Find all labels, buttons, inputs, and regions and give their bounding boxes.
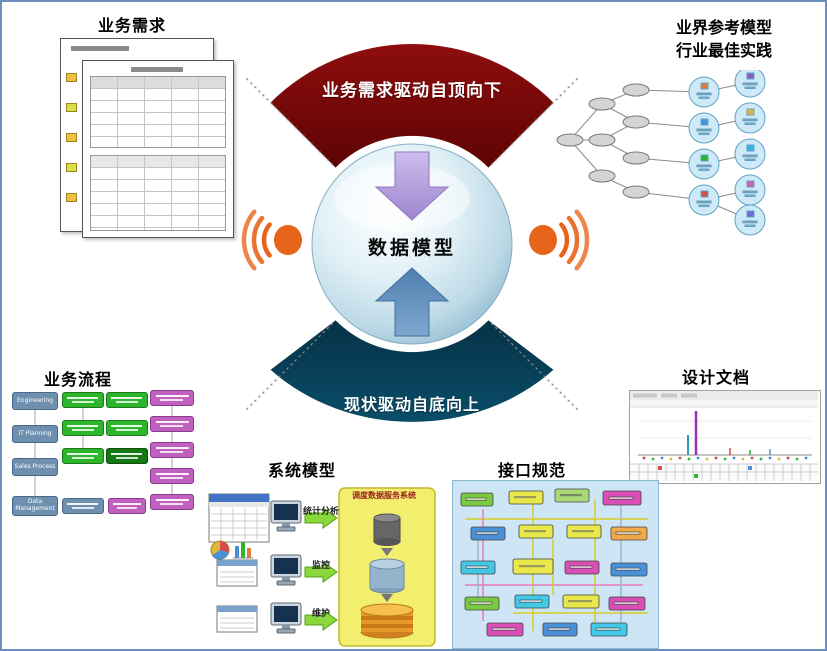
process-box xyxy=(150,468,194,484)
computer-icon xyxy=(270,554,302,586)
flow-label: 统计分析 xyxy=(302,507,340,517)
flow-label: 维护 xyxy=(311,609,331,619)
pie-chart-icon xyxy=(210,540,253,560)
industry-reference-title-line2: 行业最佳实践 xyxy=(675,41,772,60)
flow-label: 监控 xyxy=(311,561,331,571)
process-box: Sales Process xyxy=(12,458,58,476)
reference-tree-nodes xyxy=(556,83,650,199)
process-box xyxy=(150,494,194,510)
center-label: 数据模型 xyxy=(367,237,456,259)
mini-window-icon xyxy=(216,559,258,587)
up-arrow-icon xyxy=(374,267,450,337)
process-box xyxy=(150,442,194,458)
industry-reference-thumbnail xyxy=(556,70,766,236)
database-icon xyxy=(369,558,405,594)
app-window-icon xyxy=(208,493,270,543)
interface-spec-thumbnail xyxy=(452,480,659,649)
computer-icon xyxy=(270,602,302,634)
process-box xyxy=(62,392,104,408)
process-box: IT Planning xyxy=(12,425,58,443)
process-box xyxy=(62,498,104,514)
system-model-title: 系统模型 xyxy=(268,461,337,480)
document-front-page-icon xyxy=(82,60,234,238)
business-requirements-title: 业务需求 xyxy=(98,16,167,35)
industry-reference-title: 业界参考模型 行业最佳实践 xyxy=(644,16,804,62)
signal-left-icon xyxy=(241,209,302,271)
process-box xyxy=(62,420,104,436)
process-box xyxy=(106,448,148,464)
interface-spec-diagram xyxy=(460,488,648,637)
green-arrow-icon xyxy=(304,561,338,583)
computer-icon xyxy=(270,500,302,532)
design-document-chart xyxy=(630,391,818,481)
server-icon xyxy=(373,513,401,546)
process-box xyxy=(62,448,104,464)
interface-spec-title: 接口规范 xyxy=(498,461,567,480)
service-box-title: 调度数据服务系统 xyxy=(352,491,416,500)
process-box xyxy=(108,498,146,514)
design-document-thumbnail xyxy=(629,390,821,484)
process-box xyxy=(106,392,148,408)
industry-reference-title-line1: 业界参考模型 xyxy=(675,18,772,37)
bottom-arc-label: 现状驱动自底向上 xyxy=(343,395,480,414)
bottom-arc-shape xyxy=(270,320,554,422)
data-warehouse-icon xyxy=(360,603,414,639)
process-box xyxy=(150,416,194,432)
process-box: Data Management xyxy=(12,496,58,516)
top-arc-shape xyxy=(270,44,554,168)
process-box xyxy=(150,390,194,406)
design-document-title: 设计文档 xyxy=(682,368,751,387)
green-arrow-icon xyxy=(304,609,338,631)
green-arrow-icon xyxy=(304,507,338,529)
down-arrow-icon xyxy=(374,151,450,221)
business-process-title: 业务流程 xyxy=(44,370,113,389)
mini-window-icon xyxy=(216,605,258,633)
signal-right-icon xyxy=(529,209,590,271)
process-box: Engineering xyxy=(12,392,58,410)
system-model-thumbnail xyxy=(208,487,436,647)
top-arc-label: 业务需求驱动自顶向下 xyxy=(322,81,502,101)
process-box xyxy=(106,420,148,436)
reference-model-circles xyxy=(688,70,766,236)
